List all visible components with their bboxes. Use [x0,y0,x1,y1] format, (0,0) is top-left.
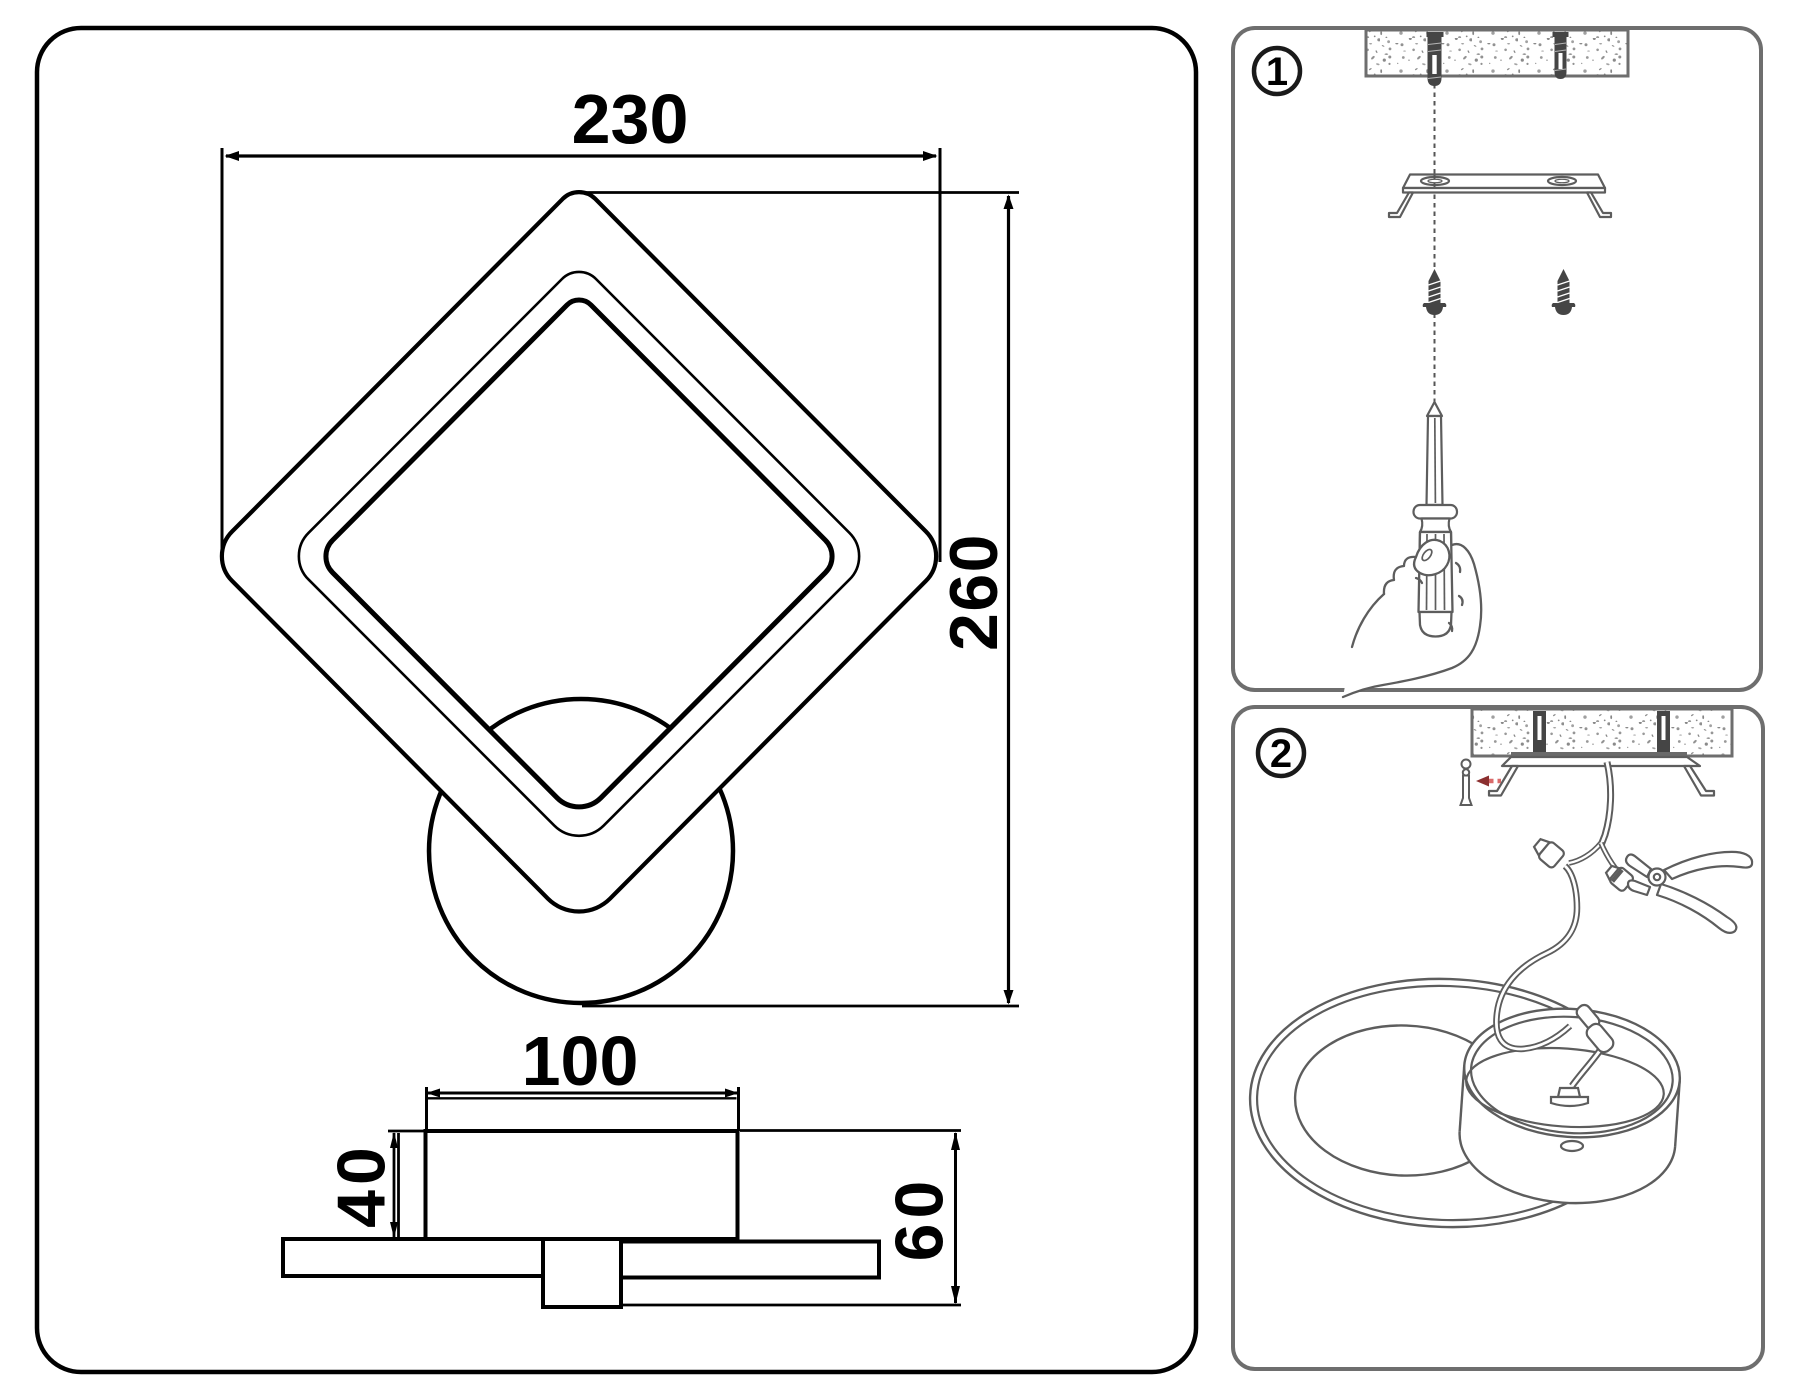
svg-text:60: 60 [881,1176,957,1262]
svg-text:1: 1 [1266,50,1288,94]
svg-text:40: 40 [323,1142,399,1228]
svg-text:260: 260 [936,533,1012,651]
svg-text:100: 100 [522,1022,639,1100]
svg-text:230: 230 [572,80,689,158]
svg-text:2: 2 [1270,732,1292,776]
